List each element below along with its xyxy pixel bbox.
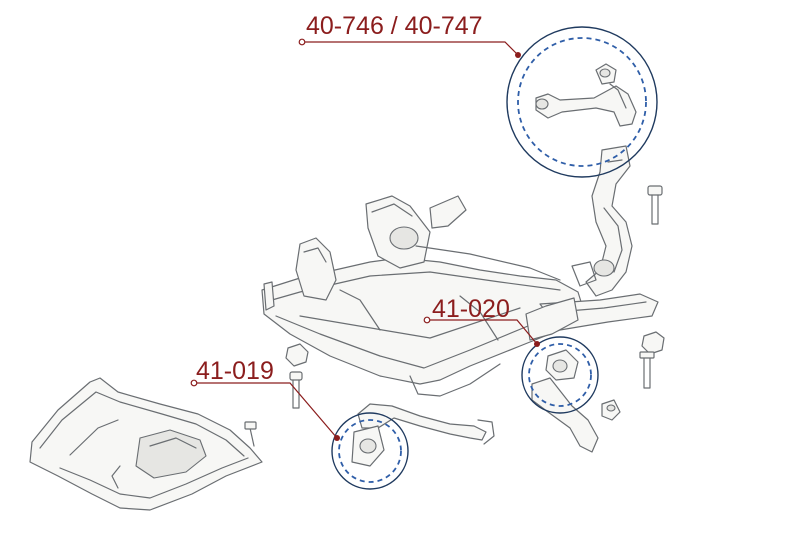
callout-ring-left bbox=[331, 412, 409, 490]
left-lower-arm bbox=[351, 403, 495, 467]
part-number-left-bushing: 41-019 bbox=[196, 357, 274, 385]
left-nut bbox=[285, 343, 309, 367]
callout-ring-upper bbox=[506, 26, 658, 178]
part-number-upper-arm: 40-746 / 40-747 bbox=[306, 12, 483, 40]
steering-knuckle bbox=[571, 145, 633, 297]
leader-right bbox=[423, 316, 540, 347]
right-bushing-loose bbox=[601, 399, 621, 421]
right-lower-arm bbox=[531, 349, 599, 453]
callout-ring-right bbox=[521, 336, 599, 414]
right-nut bbox=[641, 331, 665, 355]
right-bolt bbox=[639, 351, 655, 389]
skid-plate bbox=[29, 377, 263, 511]
leader-left bbox=[190, 379, 340, 441]
knuckle-bolt bbox=[647, 185, 663, 225]
skid-plate-bolt bbox=[244, 421, 257, 447]
leader-upper bbox=[298, 38, 521, 58]
part-number-right-bushing: 41-020 bbox=[432, 295, 510, 323]
upper-control-arm bbox=[535, 63, 637, 127]
